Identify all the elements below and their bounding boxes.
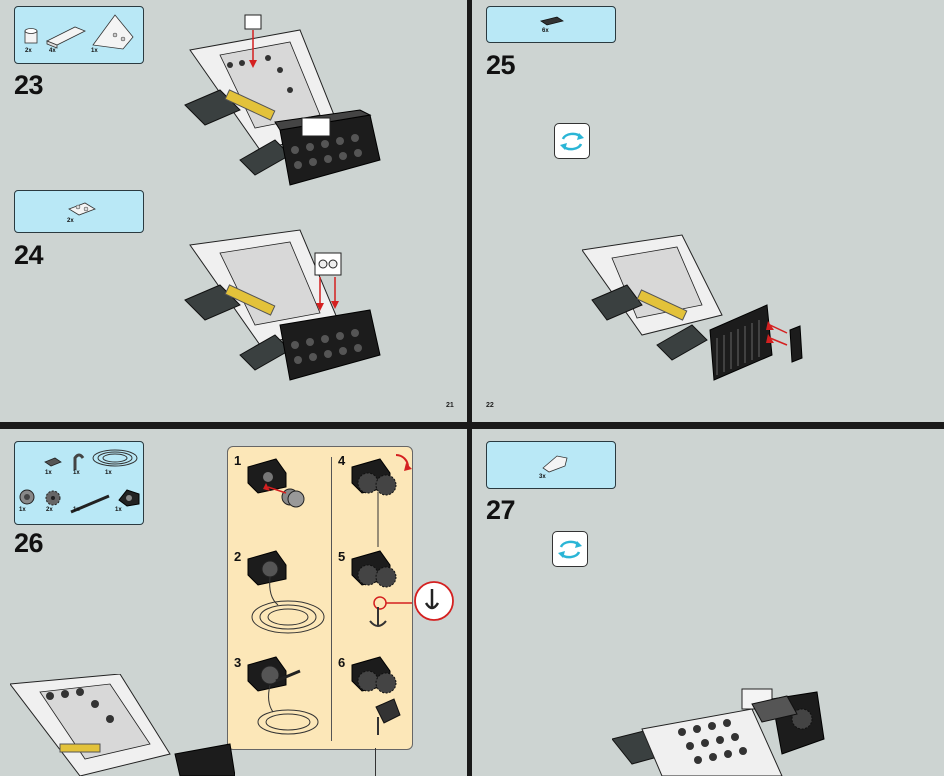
string-coil-icon <box>92 449 138 467</box>
page-number: 21 <box>446 402 454 409</box>
rotate-model-icon <box>552 531 588 567</box>
substep-number: 1 <box>234 453 242 468</box>
step-number: 25 <box>486 50 516 80</box>
step-27-parts-illustration <box>542 455 568 473</box>
step-25-model-illustration <box>582 234 803 381</box>
part-count: 1x <box>105 470 112 476</box>
winch-assembly-step-2 <box>247 550 325 634</box>
gear-icon <box>45 490 61 506</box>
step-number: 24 <box>14 240 44 270</box>
white-round-brick-icon <box>24 28 38 44</box>
panel-divider <box>331 457 332 741</box>
black-axle-icon <box>70 494 110 514</box>
substep-number: 6 <box>338 655 346 670</box>
step-27-model-illustration <box>612 688 825 776</box>
white-slope-plate-icon <box>46 26 86 49</box>
part-count: 1x <box>91 48 98 54</box>
winch-assembly-step-3 <box>247 656 319 735</box>
substep-number: 2 <box>234 549 242 564</box>
white-plate-with-studs-icon <box>68 202 96 216</box>
winch-assembly-step-5 <box>351 550 412 627</box>
step-number: 23 <box>14 70 44 100</box>
horizontal-page-divider <box>0 422 944 429</box>
white-slope-icon <box>542 455 568 473</box>
black-tile-icon <box>540 16 564 26</box>
step-23-parts-box: 2x 4x 1x <box>14 6 144 64</box>
vertical-page-divider <box>467 0 472 776</box>
sub-assembly-panel: 1 2 3 4 5 6 <box>227 446 413 750</box>
step-25-parts-illustration <box>540 16 564 26</box>
dark-grey-hook-icon <box>73 453 85 470</box>
black-winch-icon <box>118 489 140 507</box>
white-wedge-plate-icon <box>92 14 134 50</box>
step-23-parts-illustration <box>24 14 134 50</box>
part-count: 4x <box>49 48 56 54</box>
part-count: 1x <box>19 507 26 513</box>
step-24-model-illustration <box>184 229 381 381</box>
part-count: 3x <box>539 474 546 480</box>
step-number: 27 <box>486 495 516 525</box>
step-23-model-illustration <box>184 14 381 186</box>
step-number: 26 <box>14 528 44 558</box>
part-count: 2x <box>25 48 32 54</box>
page-number: 22 <box>486 402 494 409</box>
page-23-quadrant: 1x 1x 1x 1x 2x 1x 1x 26 1 2 3 4 5 6 <box>0 429 467 776</box>
step-26-model-illustration <box>10 674 235 776</box>
step-27-parts-box: 3x <box>486 441 616 489</box>
part-count: 1x <box>45 470 52 476</box>
hook-detail-callout <box>414 581 454 621</box>
part-count: 1x <box>73 470 80 476</box>
substep-number: 4 <box>338 453 346 468</box>
page-22-quadrant: 6x 25 22 <box>472 0 944 422</box>
sub-assembly-illustrations <box>247 454 412 735</box>
winch-assembly-step-6 <box>351 656 401 735</box>
winch-assembly-step-1 <box>247 458 305 508</box>
part-count: 1x <box>73 507 80 513</box>
page-21-quadrant: 2x 4x 1x 23 <box>0 0 467 422</box>
rotate-model-icon <box>554 123 590 159</box>
step-26-parts-illustration <box>19 449 140 514</box>
part-count: 2x <box>46 507 53 513</box>
page-24-quadrant: 3x 27 <box>472 429 944 776</box>
substep-number: 3 <box>234 655 242 670</box>
grey-wheel-icon <box>19 489 35 505</box>
dark-grey-plate-clip-icon <box>44 457 62 467</box>
step-26-parts-box: 1x 1x 1x 1x 2x 1x 1x <box>14 441 144 525</box>
part-count: 2x <box>67 218 74 224</box>
part-count: 1x <box>115 507 122 513</box>
winch-assembly-step-4 <box>351 454 412 547</box>
part-count: 6x <box>542 28 549 34</box>
substep-number: 5 <box>338 549 346 564</box>
step-24-parts-illustration <box>68 202 96 216</box>
step-24-parts-box: 2x <box>14 190 144 233</box>
step-25-parts-box: 6x <box>486 6 616 43</box>
winch-string <box>375 748 376 776</box>
